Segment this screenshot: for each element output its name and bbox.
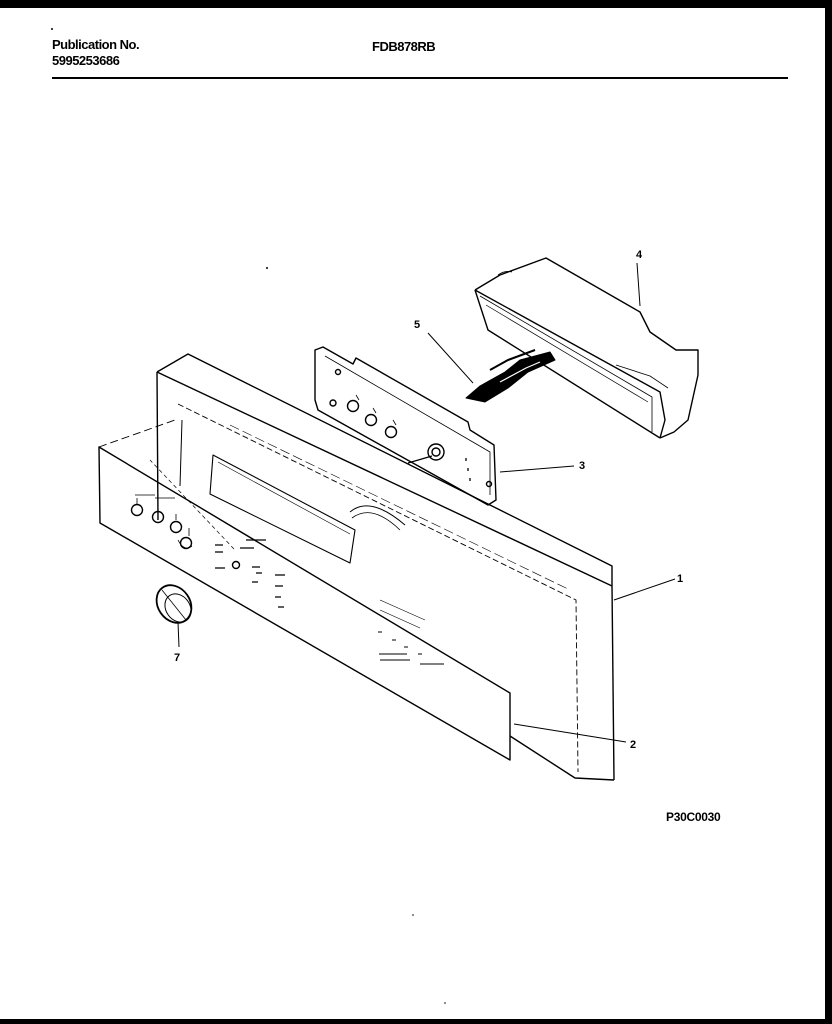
page-border-top — [0, 0, 832, 8]
callout-7: 7 — [174, 652, 180, 664]
page-border-right — [825, 0, 832, 1024]
control-knob — [155, 584, 193, 624]
model-number: FDB878RB — [372, 39, 436, 54]
callout-1: 1 — [677, 573, 683, 585]
callout-3: 3 — [579, 460, 585, 472]
header-rule — [52, 77, 788, 79]
control-housing — [474, 257, 699, 439]
print-specks — [51, 28, 446, 1004]
leader-lines — [149, 262, 676, 743]
reference-code: P30C0030 — [666, 810, 721, 824]
circuit-board — [314, 346, 497, 506]
publication-label: Publication No. — [52, 37, 140, 52]
callout-2: 2 — [630, 739, 636, 751]
page-border-bottom — [0, 1019, 832, 1024]
control-panel-overlay — [98, 419, 511, 761]
callout-5: 5 — [414, 319, 420, 331]
callout-4: 4 — [636, 249, 643, 261]
publication-number: 5995253686 — [52, 53, 120, 68]
control-panel-body — [156, 353, 615, 781]
ribbon-connector — [465, 349, 556, 403]
